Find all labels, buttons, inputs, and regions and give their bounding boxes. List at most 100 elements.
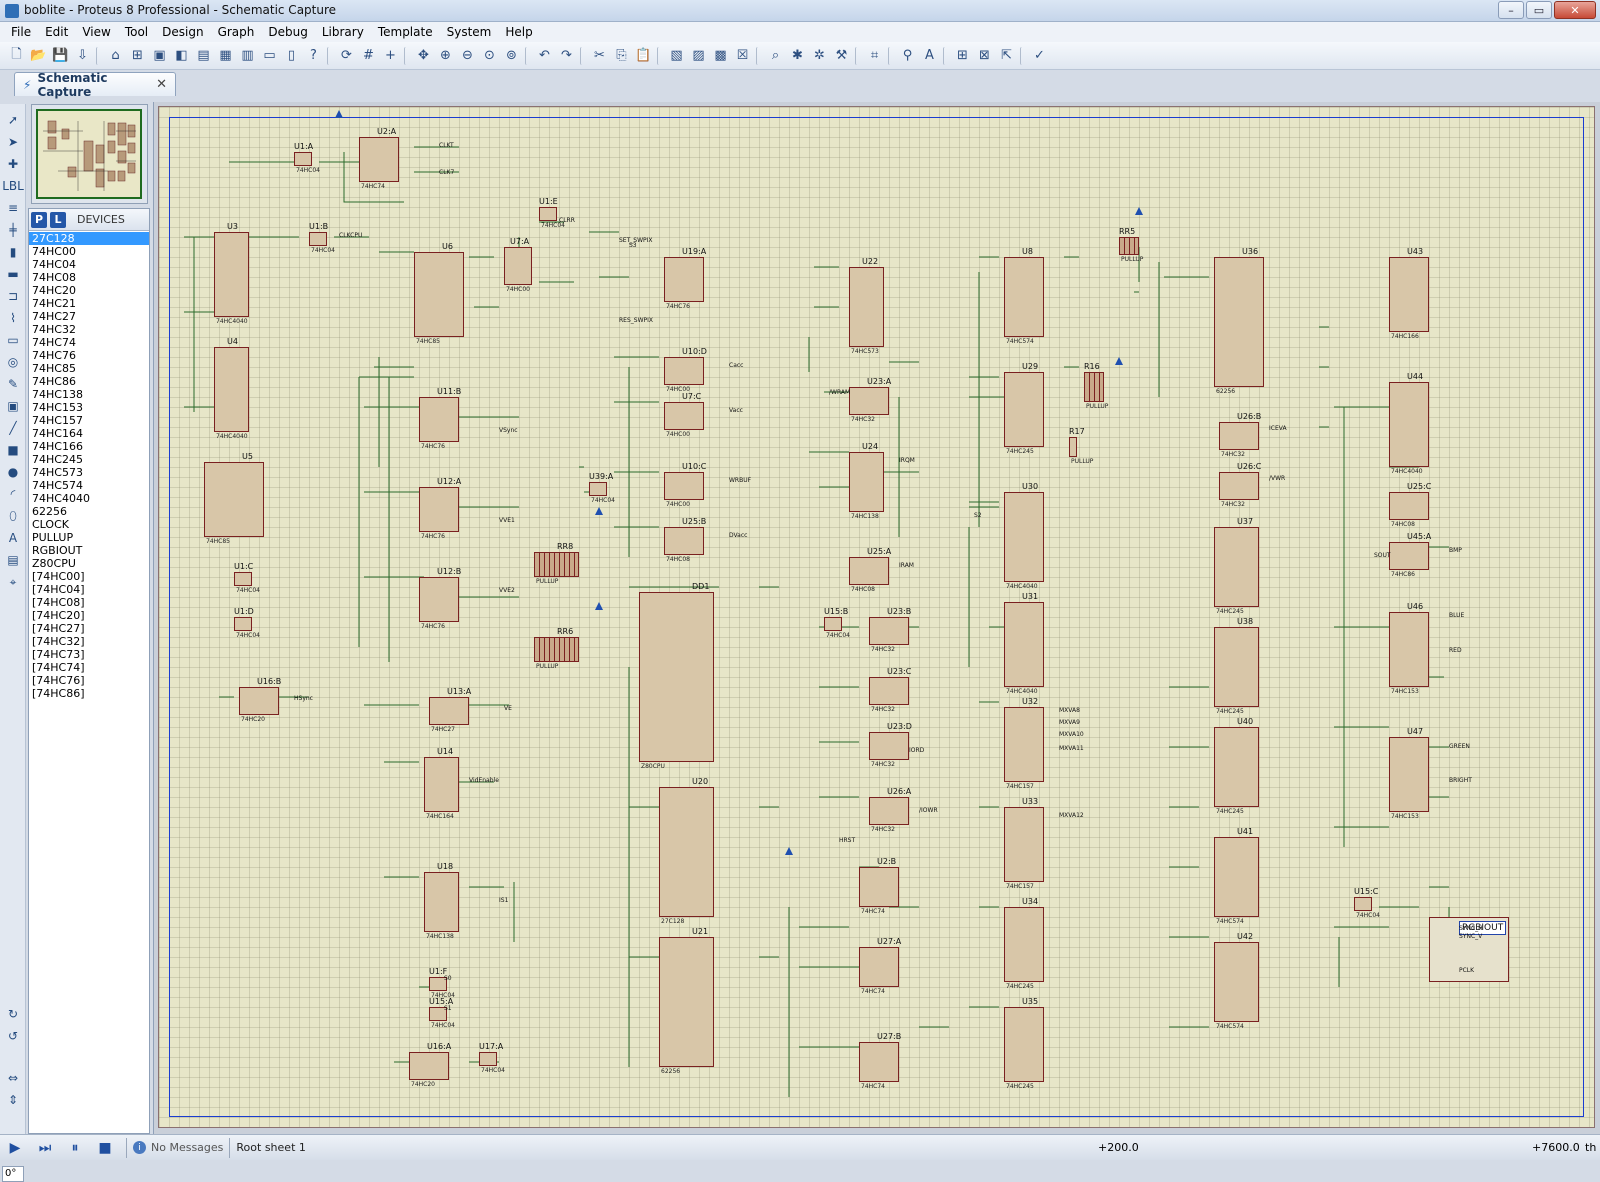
schematic-component[interactable] <box>849 267 884 347</box>
net-label[interactable]: DVacc <box>729 532 748 539</box>
schematic-component[interactable] <box>1004 602 1044 687</box>
menu-file[interactable]: File <box>11 25 32 39</box>
schematic-component[interactable] <box>419 397 459 442</box>
net-label[interactable]: CLK7 <box>439 169 455 176</box>
message-indicator[interactable]: i No Messages <box>133 1141 223 1154</box>
schematic-component[interactable] <box>214 232 249 317</box>
overview-window[interactable] <box>31 104 148 204</box>
schematic-component[interactable] <box>429 1007 447 1021</box>
device-list-item[interactable]: [74HC73] <box>32 648 85 661</box>
device-list-item[interactable]: 74HC4040 <box>32 492 90 505</box>
schematic-component[interactable] <box>859 947 899 987</box>
schematic-component[interactable] <box>1004 492 1044 582</box>
device-list-item[interactable]: [74HC08] <box>32 596 85 609</box>
zoom-all-icon[interactable]: ⊙ <box>484 48 495 63</box>
schematic-component[interactable] <box>589 482 607 496</box>
rotation-angle-field[interactable]: 0° <box>2 1166 24 1182</box>
net-label[interactable]: /IOWR <box>919 807 938 814</box>
device-list-item[interactable]: [74HC00] <box>32 570 85 583</box>
schematic-component[interactable] <box>1069 437 1077 457</box>
schematic-component[interactable] <box>849 557 889 585</box>
schematic-component[interactable] <box>639 592 714 762</box>
net-label[interactable]: SYNC_V <box>1459 933 1483 940</box>
tape-recorder-icon[interactable]: ▭ <box>7 333 19 347</box>
minimize-button[interactable]: – <box>1498 1 1524 19</box>
net-label[interactable]: MXVA12 <box>1059 812 1084 819</box>
subcircuit-icon[interactable]: ▮ <box>9 245 17 259</box>
schematic-component[interactable] <box>1389 382 1429 467</box>
net-label[interactable]: BLUE <box>1449 612 1465 619</box>
device-list-item[interactable]: Z80CPU <box>32 557 76 570</box>
schematic-component[interactable] <box>424 757 459 812</box>
rotate-clockwise-icon[interactable]: ↻ <box>7 1007 19 1021</box>
block-copy-icon[interactable]: ▧ <box>670 48 683 63</box>
net-label[interactable]: HSync <box>294 695 313 702</box>
notes-icon[interactable]: ▭ <box>263 48 276 63</box>
selection-mode-icon[interactable]: ➚ <box>7 113 19 127</box>
schematic-component[interactable] <box>1389 542 1429 570</box>
exit-to-parent-icon[interactable]: ⇱ <box>1001 48 1012 63</box>
device-list-item[interactable]: 74HC166 <box>32 440 83 453</box>
device-list-item[interactable]: 74HC76 <box>32 349 76 362</box>
net-label[interactable]: CLKCPU <box>339 232 363 239</box>
schematic-component[interactable] <box>1119 237 1139 255</box>
schematic-component[interactable] <box>859 1042 899 1082</box>
net-label[interactable]: PCLK <box>1459 967 1475 974</box>
schematic-component[interactable] <box>234 617 252 631</box>
rotate-anticlockwise-icon[interactable]: ↺ <box>7 1029 19 1043</box>
text-script-icon[interactable]: ≡ <box>7 201 19 215</box>
origin-icon[interactable]: + <box>385 48 396 63</box>
device-list-item[interactable]: 74HC164 <box>32 427 83 440</box>
generator-icon[interactable]: ◎ <box>7 355 19 369</box>
menu-system[interactable]: System <box>446 25 492 39</box>
terminals-icon[interactable]: ▬ <box>7 267 19 281</box>
cut-icon[interactable]: ✂ <box>594 48 605 63</box>
text-icon[interactable]: A <box>8 531 18 545</box>
net-label[interactable]: RED <box>1449 647 1462 654</box>
schematic-component[interactable] <box>1214 837 1259 917</box>
net-label[interactable]: VVE1 <box>499 517 515 524</box>
net-label[interactable]: S0 <box>444 975 452 982</box>
zoom-area-icon[interactable]: ⊚ <box>506 48 517 63</box>
schematic-component[interactable] <box>1389 737 1429 812</box>
gerber-icon[interactable]: ◧ <box>175 48 188 63</box>
pick-devices-button[interactable]: P <box>31 211 47 228</box>
device-list-item[interactable]: CLOCK <box>32 518 69 531</box>
net-label[interactable]: VSync <box>499 427 518 434</box>
device-list-item[interactable]: 62256 <box>32 505 67 518</box>
search-icon[interactable]: ⚲ <box>902 48 913 63</box>
schematic-component[interactable] <box>859 867 899 907</box>
schematic-component[interactable] <box>664 357 704 385</box>
net-label[interactable]: HRST <box>839 837 856 844</box>
schematic-component[interactable] <box>664 257 704 302</box>
schematic-component[interactable] <box>1004 257 1044 337</box>
device-list-item[interactable]: 74HC245 <box>32 453 83 466</box>
net-label[interactable]: MXVA8 <box>1059 707 1080 714</box>
device-list-item[interactable]: 74HC574 <box>32 479 83 492</box>
box-icon[interactable]: ■ <box>7 443 19 457</box>
net-label[interactable]: S3 <box>629 242 637 249</box>
path-icon[interactable]: ⬯ <box>9 508 17 523</box>
schematic-component[interactable] <box>429 697 469 725</box>
schematic-component[interactable] <box>1354 897 1372 911</box>
net-label[interactable]: MXVA10 <box>1059 731 1084 738</box>
schematic-component[interactable] <box>1214 527 1259 607</box>
schematic-component[interactable] <box>664 527 704 555</box>
schematic-component[interactable] <box>664 472 704 500</box>
net-label[interactable]: WRBUF <box>729 477 752 484</box>
schematic-component[interactable] <box>214 347 249 432</box>
schematic-component[interactable] <box>869 732 909 760</box>
schematic-component[interactable] <box>419 577 459 622</box>
schematic-component[interactable] <box>534 637 579 662</box>
net-label[interactable]: SYNC_H <box>1459 925 1483 932</box>
step-simulation-icon[interactable]: ⏭ <box>38 1139 52 1156</box>
buses-icon[interactable]: ╪ <box>9 223 17 237</box>
device-list-item[interactable]: 74HC04 <box>32 258 76 271</box>
device-list-item[interactable]: [74HC74] <box>32 661 85 674</box>
new-sheet-icon[interactable]: ⊞ <box>957 48 968 63</box>
close-window-button[interactable]: ✕ <box>1554 1 1596 19</box>
decompose-icon[interactable]: ⚒ <box>835 48 848 63</box>
net-label[interactable]: CLKT <box>439 142 454 149</box>
refresh-icon[interactable]: ⟳ <box>341 48 352 63</box>
wire-label-icon[interactable]: LBL <box>2 179 24 193</box>
